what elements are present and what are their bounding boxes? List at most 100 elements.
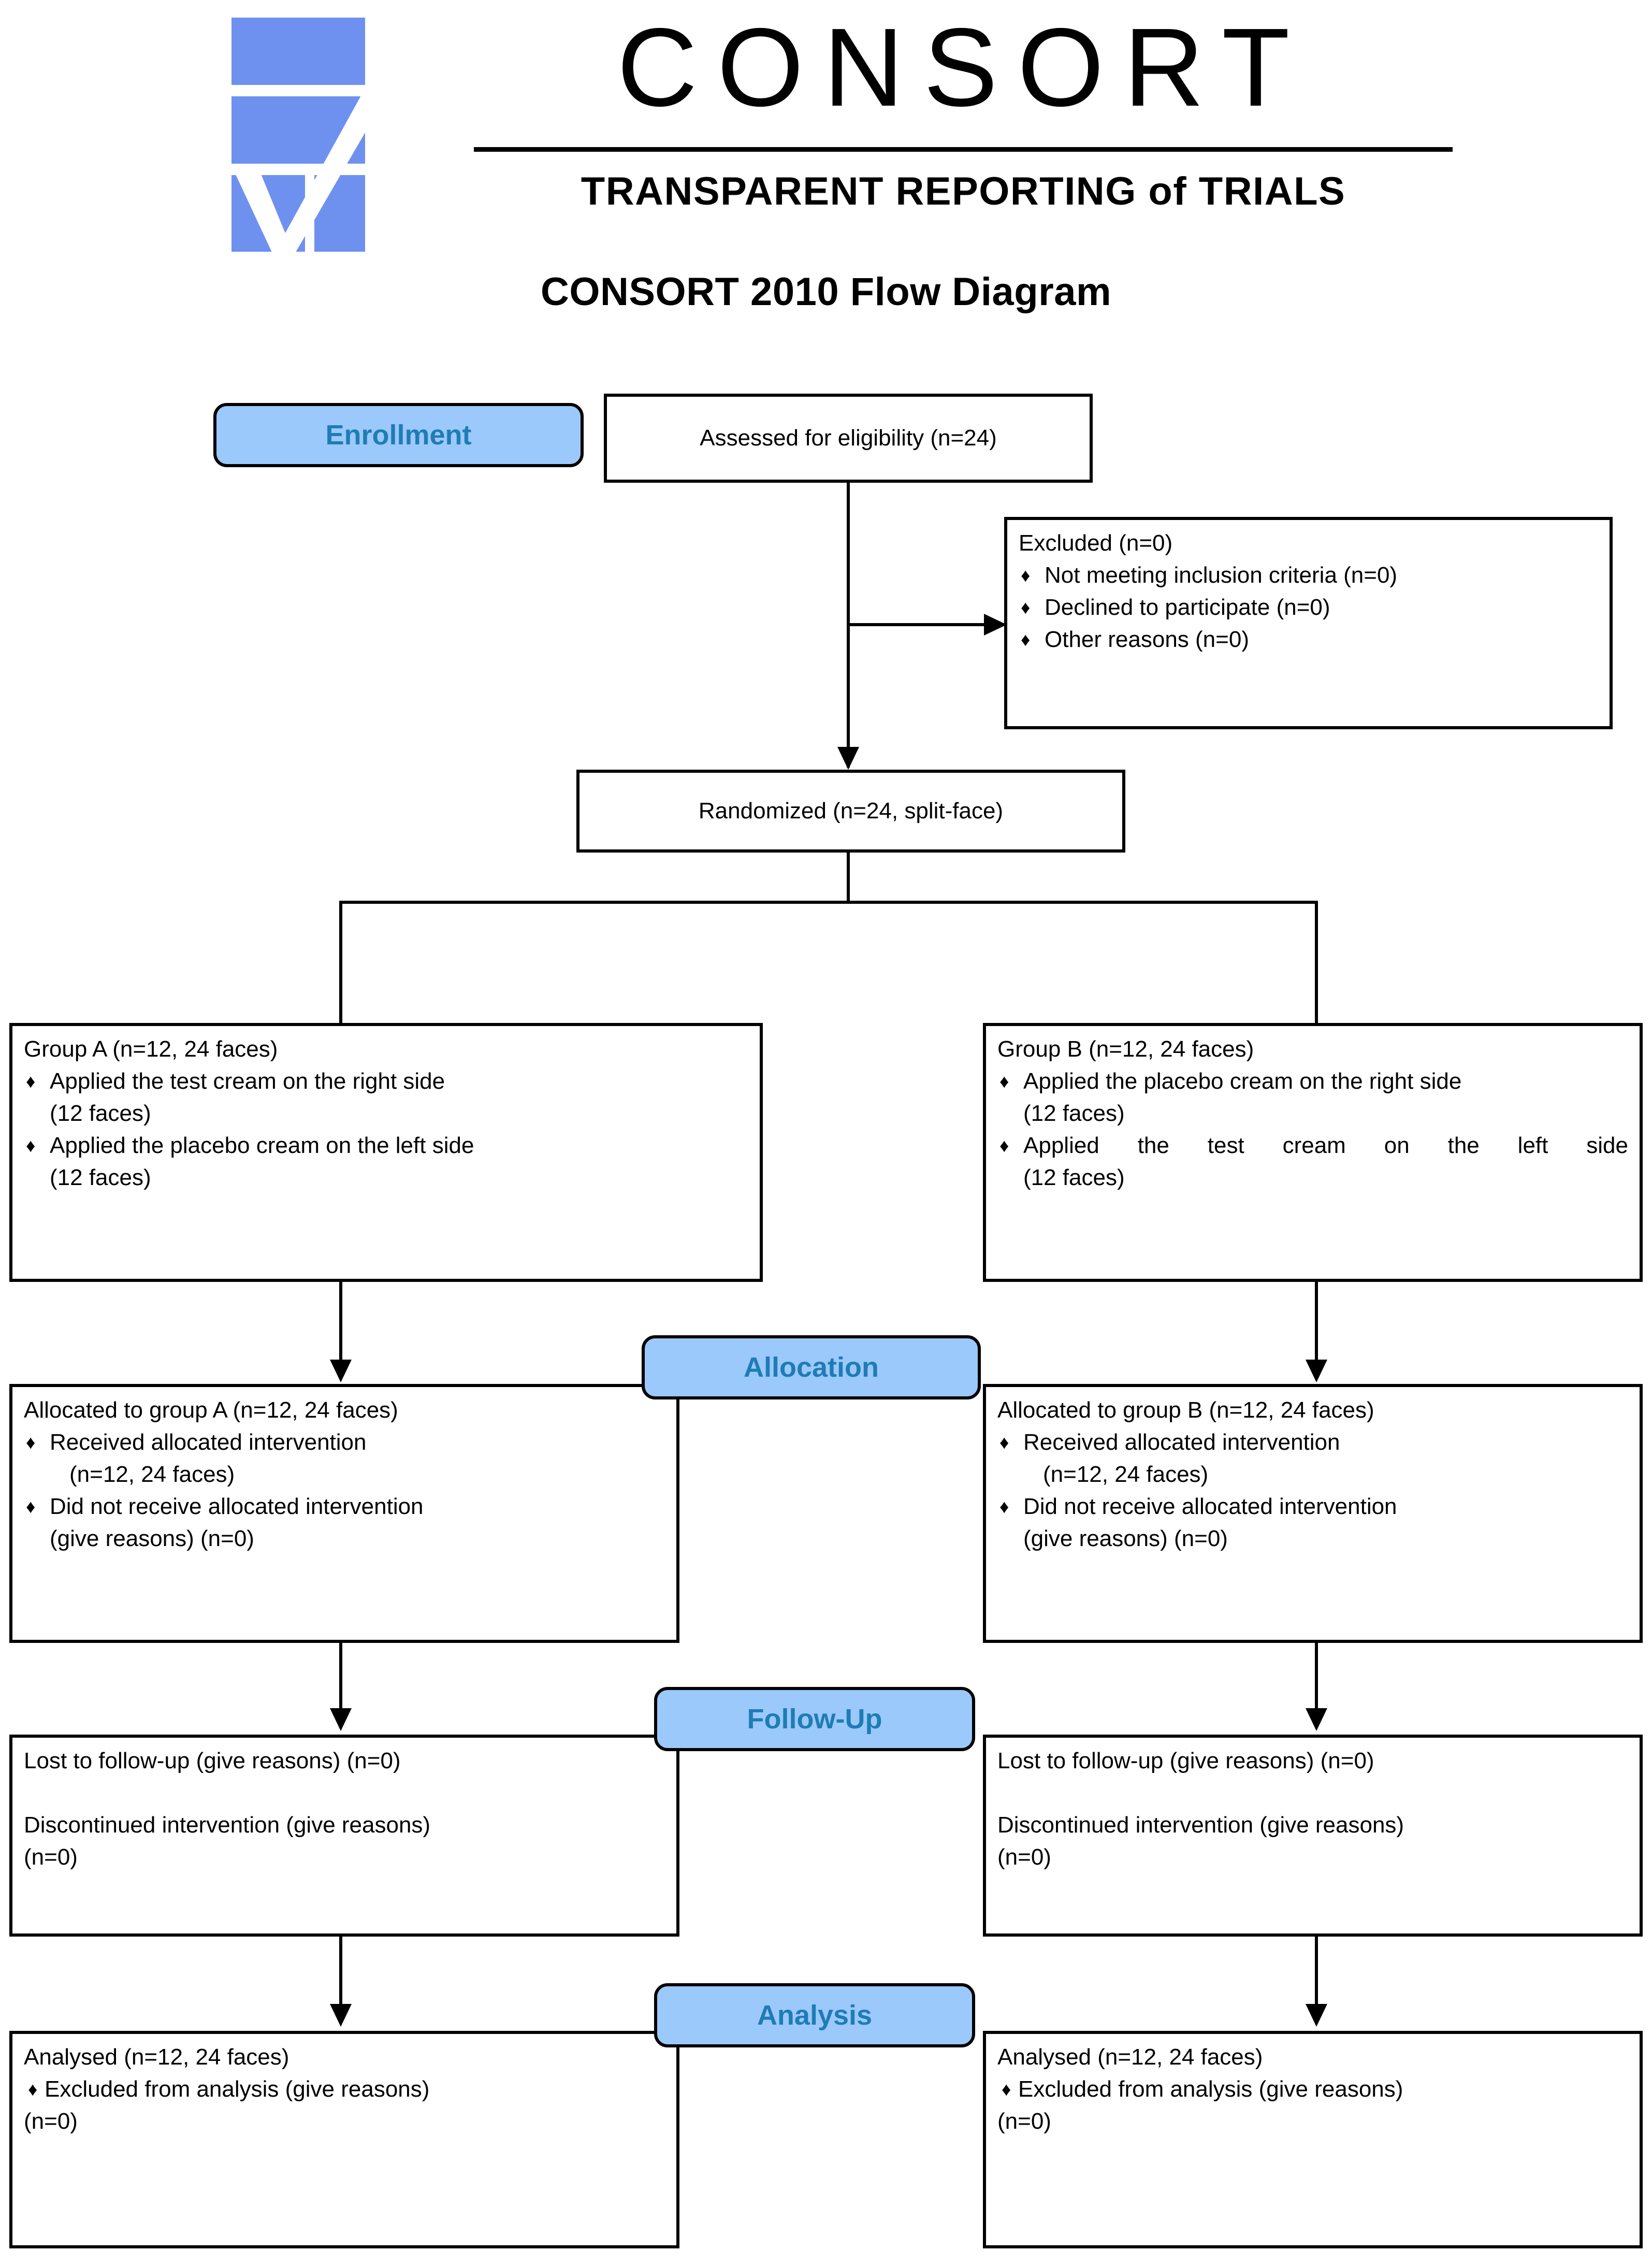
diamond-bullet-icon: ♦ [28,2079,38,2100]
node-followup-a-line2: Discontinued intervention (give reasons) [24,1812,431,1838]
node-excluded-item-0: Not meeting inclusion criteria (n=0) [1045,562,1398,588]
node-assessed-text: Assessed for eligibility (n=24) [700,425,997,451]
connector-allocated-b-arrowhead [1306,1708,1327,1731]
node-followup-a-line3: (n=0) [24,1844,78,1870]
node-excluded: Excluded (n=0) ♦ Not meeting inclusion cr… [1004,517,1613,729]
connector-group-a-down [339,1282,342,1365]
node-excluded-item-1: Declined to participate (n=0) [1045,595,1330,620]
node-allocated-b-item-1-line2: (give reasons) (n=0) [1023,1526,1228,1551]
stage-badge-analysis: Analysis [654,1983,975,2047]
stage-badge-followup-label: Follow-Up [747,1704,882,1735]
node-randomized-text: Randomized (n=24, split-face) [698,798,1004,824]
consort-logo-wordmark: CONSORT TRANSPARENT REPORTING of TRIALS [469,11,1458,255]
list-item: ♦ Other reasons (n=0) [1019,624,1598,656]
stage-badge-allocation: Allocation [642,1335,981,1399]
node-allocated-b-item-1-line1: Did not receive allocated intervention [1023,1494,1397,1519]
node-analysis-a-title: Analysed (n=12, 24 faces) [24,2044,289,2070]
node-analysis-a-item-line1: Excluded from analysis (give reasons) [45,2076,430,2102]
node-assessed-for-eligibility: Assessed for eligibility (n=24) [604,394,1093,483]
connector-group-b-arrowhead [1306,1360,1327,1382]
logo-tagline-text: TRANSPARENT REPORTING of TRIALS [581,169,1346,213]
stage-badge-enrollment: Enrollment [213,403,584,467]
node-analysis-b-item-line1: Excluded from analysis (give reasons) [1018,2076,1403,2102]
logo-bar-top [231,18,365,85]
node-allocated-a-title: Allocated to group A (n=12, 24 faces) [24,1397,398,1423]
node-allocated-b-item-0-line2: (n=12, 24 faces) [1043,1462,1209,1487]
node-excluded-title: Excluded (n=0) [1019,530,1173,556]
connector-to-randomized-arrowhead [837,747,859,770]
stage-badge-enrollment-label: Enrollment [325,420,472,451]
node-group-a-item-0-line2: (12 faces) [50,1101,151,1126]
logo-bar-bottom [231,175,365,252]
node-group-a-item-1-line2: (12 faces) [50,1165,151,1190]
list-item: ♦ Declined to participate (n=0) [1019,591,1598,624]
diamond-bullet-icon: ♦ [26,1135,36,1156]
diamond-bullet-icon: ♦ [1021,629,1031,650]
connector-followup-a-down [339,1937,342,2009]
diamond-bullet-icon: ♦ [1002,2079,1011,2100]
list-item: ♦ Received allocated intervention (n=12,… [24,1426,665,1491]
list-item: ♦ Not meeting inclusion criteria (n=0) [1019,559,1598,591]
list-item: ♦ Did not receive allocated intervention… [997,1491,1628,1555]
node-group-a-title: Group A (n=12, 24 faces) [24,1036,278,1062]
diamond-bullet-icon: ♦ [999,1071,1009,1092]
connector-split-bar [339,901,1318,904]
node-allocated-b-item-0-line1: Received allocated intervention [1023,1430,1340,1455]
spacer [997,1777,1628,1809]
node-followup-b-line3: (n=0) [997,1844,1051,1870]
node-group-b-item-1-line2: (12 faces) [1023,1165,1125,1190]
node-excluded-item-2: Other reasons (n=0) [1045,627,1249,652]
list-item: ♦ Applied the placebo cream on the left … [24,1130,748,1194]
node-group-a-list: ♦ Applied the test cream on the right si… [24,1065,748,1194]
list-item: ♦ Excluded from analysis (give reasons) … [24,2073,665,2138]
list-item: ♦ Received allocated intervention (n=12,… [997,1426,1628,1491]
node-allocated-b-title: Allocated to group B (n=12, 24 faces) [997,1397,1374,1423]
node-allocated-a-item-0-line1: Received allocated intervention [50,1430,367,1455]
list-item: ♦ Excluded from analysis (give reasons) … [997,2073,1628,2138]
connector-to-excluded [847,623,1007,626]
stage-badge-followup: Follow-Up [654,1687,975,1751]
connector-followup-b-arrowhead [1306,2004,1327,2027]
node-randomized: Randomized (n=24, split-face) [576,770,1125,853]
node-analysis-a: Analysed (n=12, 24 faces) ♦ Excluded fro… [9,2031,679,2248]
diamond-bullet-icon: ♦ [26,1432,36,1453]
stage-badge-allocation-label: Allocation [743,1352,879,1383]
connector-allocated-b-down [1315,1643,1318,1713]
node-group-b-item-1-line1: Applied the test cream on the left side [1023,1133,1628,1158]
node-analysis-a-list: ♦ Excluded from analysis (give reasons) … [24,2073,665,2138]
node-analysis-b-item-line2: (n=0) [997,2109,1051,2134]
diamond-bullet-icon: ♦ [1021,597,1031,618]
node-analysis-a-item-line2: (n=0) [24,2109,78,2134]
node-allocated-a-item-0-line2: (n=12, 24 faces) [69,1462,235,1487]
node-excluded-list: ♦ Not meeting inclusion criteria (n=0) ♦ D… [1019,559,1598,656]
connector-group-a-arrowhead [330,1360,352,1382]
node-group-b-list: ♦ Applied the placebo cream on the right… [997,1065,1628,1194]
node-group-b-item-0-line2: (12 faces) [1023,1101,1125,1126]
diamond-bullet-icon: ♦ [26,1071,36,1092]
connector-to-excluded-arrowhead [984,614,1007,636]
node-followup-a: Lost to follow-up (give reasons) (n=0) D… [9,1735,679,1937]
diamond-bullet-icon: ♦ [999,1135,1009,1156]
node-group-a-item-0-line1: Applied the test cream on the right side [50,1069,445,1094]
node-followup-b: Lost to follow-up (give reasons) (n=0) D… [983,1735,1643,1937]
node-analysis-b-title: Analysed (n=12, 24 faces) [997,2044,1263,2070]
connector-followup-b-down [1315,1937,1318,2009]
page-title: CONSORT 2010 Flow Diagram [540,270,1112,314]
node-followup-b-line1: Lost to follow-up (give reasons) (n=0) [997,1748,1374,1773]
connector-randomized-down [847,853,850,902]
node-analysis-b-list: ♦ Excluded from analysis (give reasons) … [997,2073,1628,2138]
logo-bar-middle [231,96,365,164]
node-allocated-b-list: ♦ Received allocated intervention (n=12,… [997,1426,1628,1555]
node-analysis-b: Analysed (n=12, 24 faces) ♦ Excluded fro… [983,2031,1643,2248]
stage-badge-analysis-label: Analysis [757,2000,873,2031]
diamond-bullet-icon: ♦ [1021,565,1031,586]
node-group-b-title: Group B (n=12, 24 faces) [997,1036,1254,1062]
node-allocated-a-item-1-line2: (give reasons) (n=0) [50,1526,254,1551]
connector-followup-a-arrowhead [330,2004,352,2027]
node-allocated-a-list: ♦ Received allocated intervention (n=12,… [24,1426,665,1555]
list-item: ♦ Applied the placebo cream on the right… [997,1065,1628,1130]
node-followup-a-line1: Lost to follow-up (give reasons) (n=0) [24,1748,401,1773]
logo-wordmark-text: CONSORT [617,5,1310,129]
diamond-bullet-icon: ♦ [999,1432,1009,1453]
node-group-b-item-0-line1: Applied the placebo cream on the right s… [1023,1069,1462,1094]
